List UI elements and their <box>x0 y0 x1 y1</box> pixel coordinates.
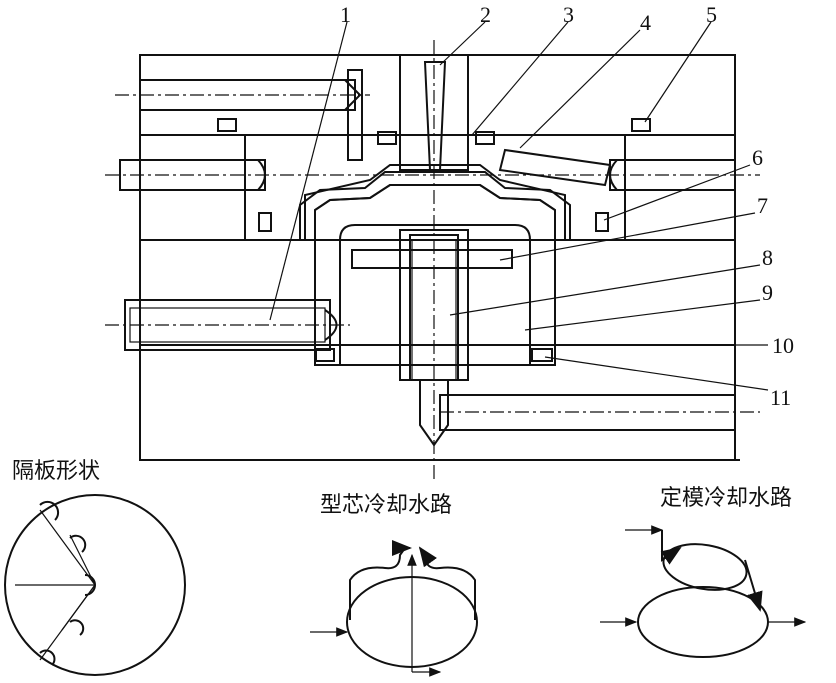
baffle-circle <box>4 494 186 676</box>
angled-channel <box>498 148 612 187</box>
core-cooling-figure: 型芯冷却水路 <box>310 493 478 677</box>
callout-2: 2 <box>480 2 491 27</box>
callout-6: 6 <box>752 145 763 170</box>
baffle-plate <box>351 249 513 269</box>
callout-11: 11 <box>770 385 791 410</box>
core-cooling-chamber <box>339 224 531 366</box>
o-ring-lower-left <box>315 348 335 362</box>
callout-3: 3 <box>563 2 574 27</box>
caption-core-cooling: 型芯冷却水路 <box>320 493 452 518</box>
callout-10: 10 <box>772 333 794 358</box>
top-clamp-plate <box>139 54 736 136</box>
core-insert <box>314 184 556 366</box>
support-plate <box>139 344 736 461</box>
callout-5: 5 <box>706 2 717 27</box>
callout-9: 9 <box>762 280 773 305</box>
callout-labels: 1 2 3 4 5 6 7 8 9 10 11 <box>340 2 794 410</box>
callout-4: 4 <box>640 10 651 35</box>
leader-lines <box>269 21 769 391</box>
caption-baffle-shape: 隔板形状 <box>12 459 100 484</box>
core-plate <box>139 239 736 346</box>
pin-tip <box>419 379 449 447</box>
o-ring-2 <box>377 131 397 145</box>
sprue-channel <box>423 61 447 171</box>
caption-cavity-cooling: 定模冷却水路 <box>660 486 792 511</box>
baffle-shape-figure: 隔板形状 <box>4 459 186 676</box>
o-ring-1 <box>217 118 237 132</box>
o-ring-left <box>258 212 272 232</box>
mold-section <box>105 21 769 480</box>
o-ring-5 <box>631 118 651 132</box>
cavity-ellipse-large <box>637 586 769 658</box>
callout-7: 7 <box>757 193 768 218</box>
callout-1: 1 <box>340 2 351 27</box>
o-ring-3 <box>475 131 495 145</box>
guide-pin <box>347 69 363 161</box>
o-ring-11 <box>531 348 553 362</box>
o-ring-6 <box>595 212 609 232</box>
callout-8: 8 <box>762 245 773 270</box>
cavity-cooling-figure: 定模冷却水路 <box>600 486 807 658</box>
